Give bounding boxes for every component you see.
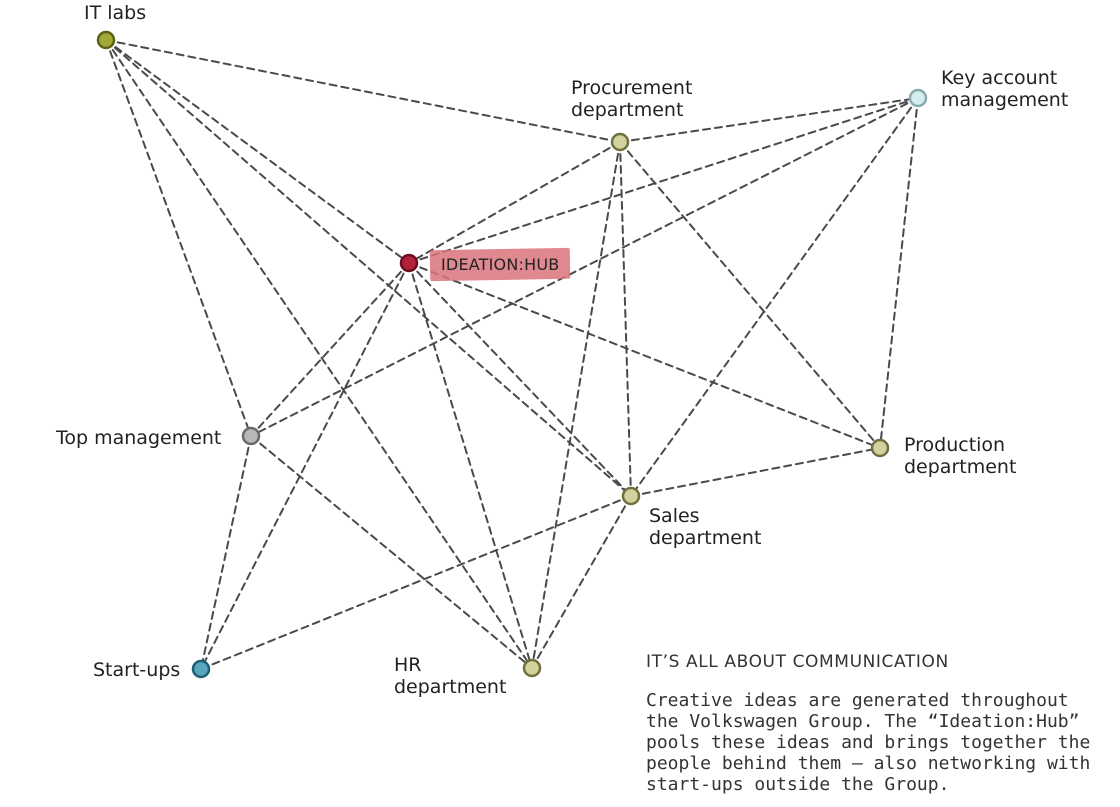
edge-it-labs-ideation-hub <box>105 39 410 264</box>
edge-procurement-sales <box>619 141 632 497</box>
connection-lines <box>105 39 919 670</box>
top-management-node <box>241 426 261 446</box>
edge-procurement-production <box>619 141 881 449</box>
edge-top-management-start-ups <box>200 435 252 670</box>
ideation-hub-label: IDEATION:HUB <box>441 255 560 274</box>
sales-node <box>621 486 641 506</box>
production-department-label: Production department <box>904 434 1017 478</box>
edge-it-labs-sales <box>105 39 632 497</box>
edge-it-labs-hr <box>105 39 533 669</box>
edge-it-labs-procurement <box>105 39 621 143</box>
hr-department-label: HR department <box>394 654 507 698</box>
edge-procurement-key-account <box>619 97 919 143</box>
key-account-node <box>908 88 928 108</box>
edge-ideation-hub-sales <box>408 262 632 497</box>
production-node <box>870 438 890 458</box>
top-management-label: Top management <box>56 427 222 449</box>
edge-ideation-hub-start-ups <box>200 262 410 670</box>
start-ups-node <box>191 659 211 679</box>
edge-ideation-hub-top-management <box>250 262 410 437</box>
edge-key-account-ideation-hub <box>408 97 919 264</box>
edge-ideation-hub-hr <box>408 262 533 669</box>
edge-sales-hr <box>531 495 632 669</box>
edge-procurement-hr <box>531 141 621 669</box>
edge-key-account-production <box>879 97 919 449</box>
panel-heading: IT’S ALL ABOUT COMMUNICATION <box>646 652 949 672</box>
procurement-node <box>610 132 630 152</box>
key-account-management-label: Key account management <box>941 67 1069 111</box>
sales-department-label: Sales department <box>649 505 762 549</box>
edge-ideation-hub-production <box>408 262 881 449</box>
ideation-hub-node <box>399 253 419 273</box>
edge-procurement-ideation-hub <box>408 141 621 264</box>
edge-top-management-hr <box>250 435 533 669</box>
edge-key-account-sales <box>630 97 919 497</box>
start-ups-label: Start-ups <box>93 659 181 681</box>
it-labs-node <box>96 30 116 50</box>
it-labs-label: IT labs <box>84 2 147 24</box>
edge-it-labs-top-management <box>105 39 252 437</box>
edge-key-account-top-management <box>250 97 919 437</box>
edge-sales-production <box>630 447 881 497</box>
edge-sales-start-ups <box>200 495 632 670</box>
department-nodes <box>96 30 928 679</box>
panel-body: Creative ideas are generated throughout … <box>646 690 1091 795</box>
procurement-department-label: Procurement department <box>571 77 693 121</box>
hr-node <box>522 658 542 678</box>
